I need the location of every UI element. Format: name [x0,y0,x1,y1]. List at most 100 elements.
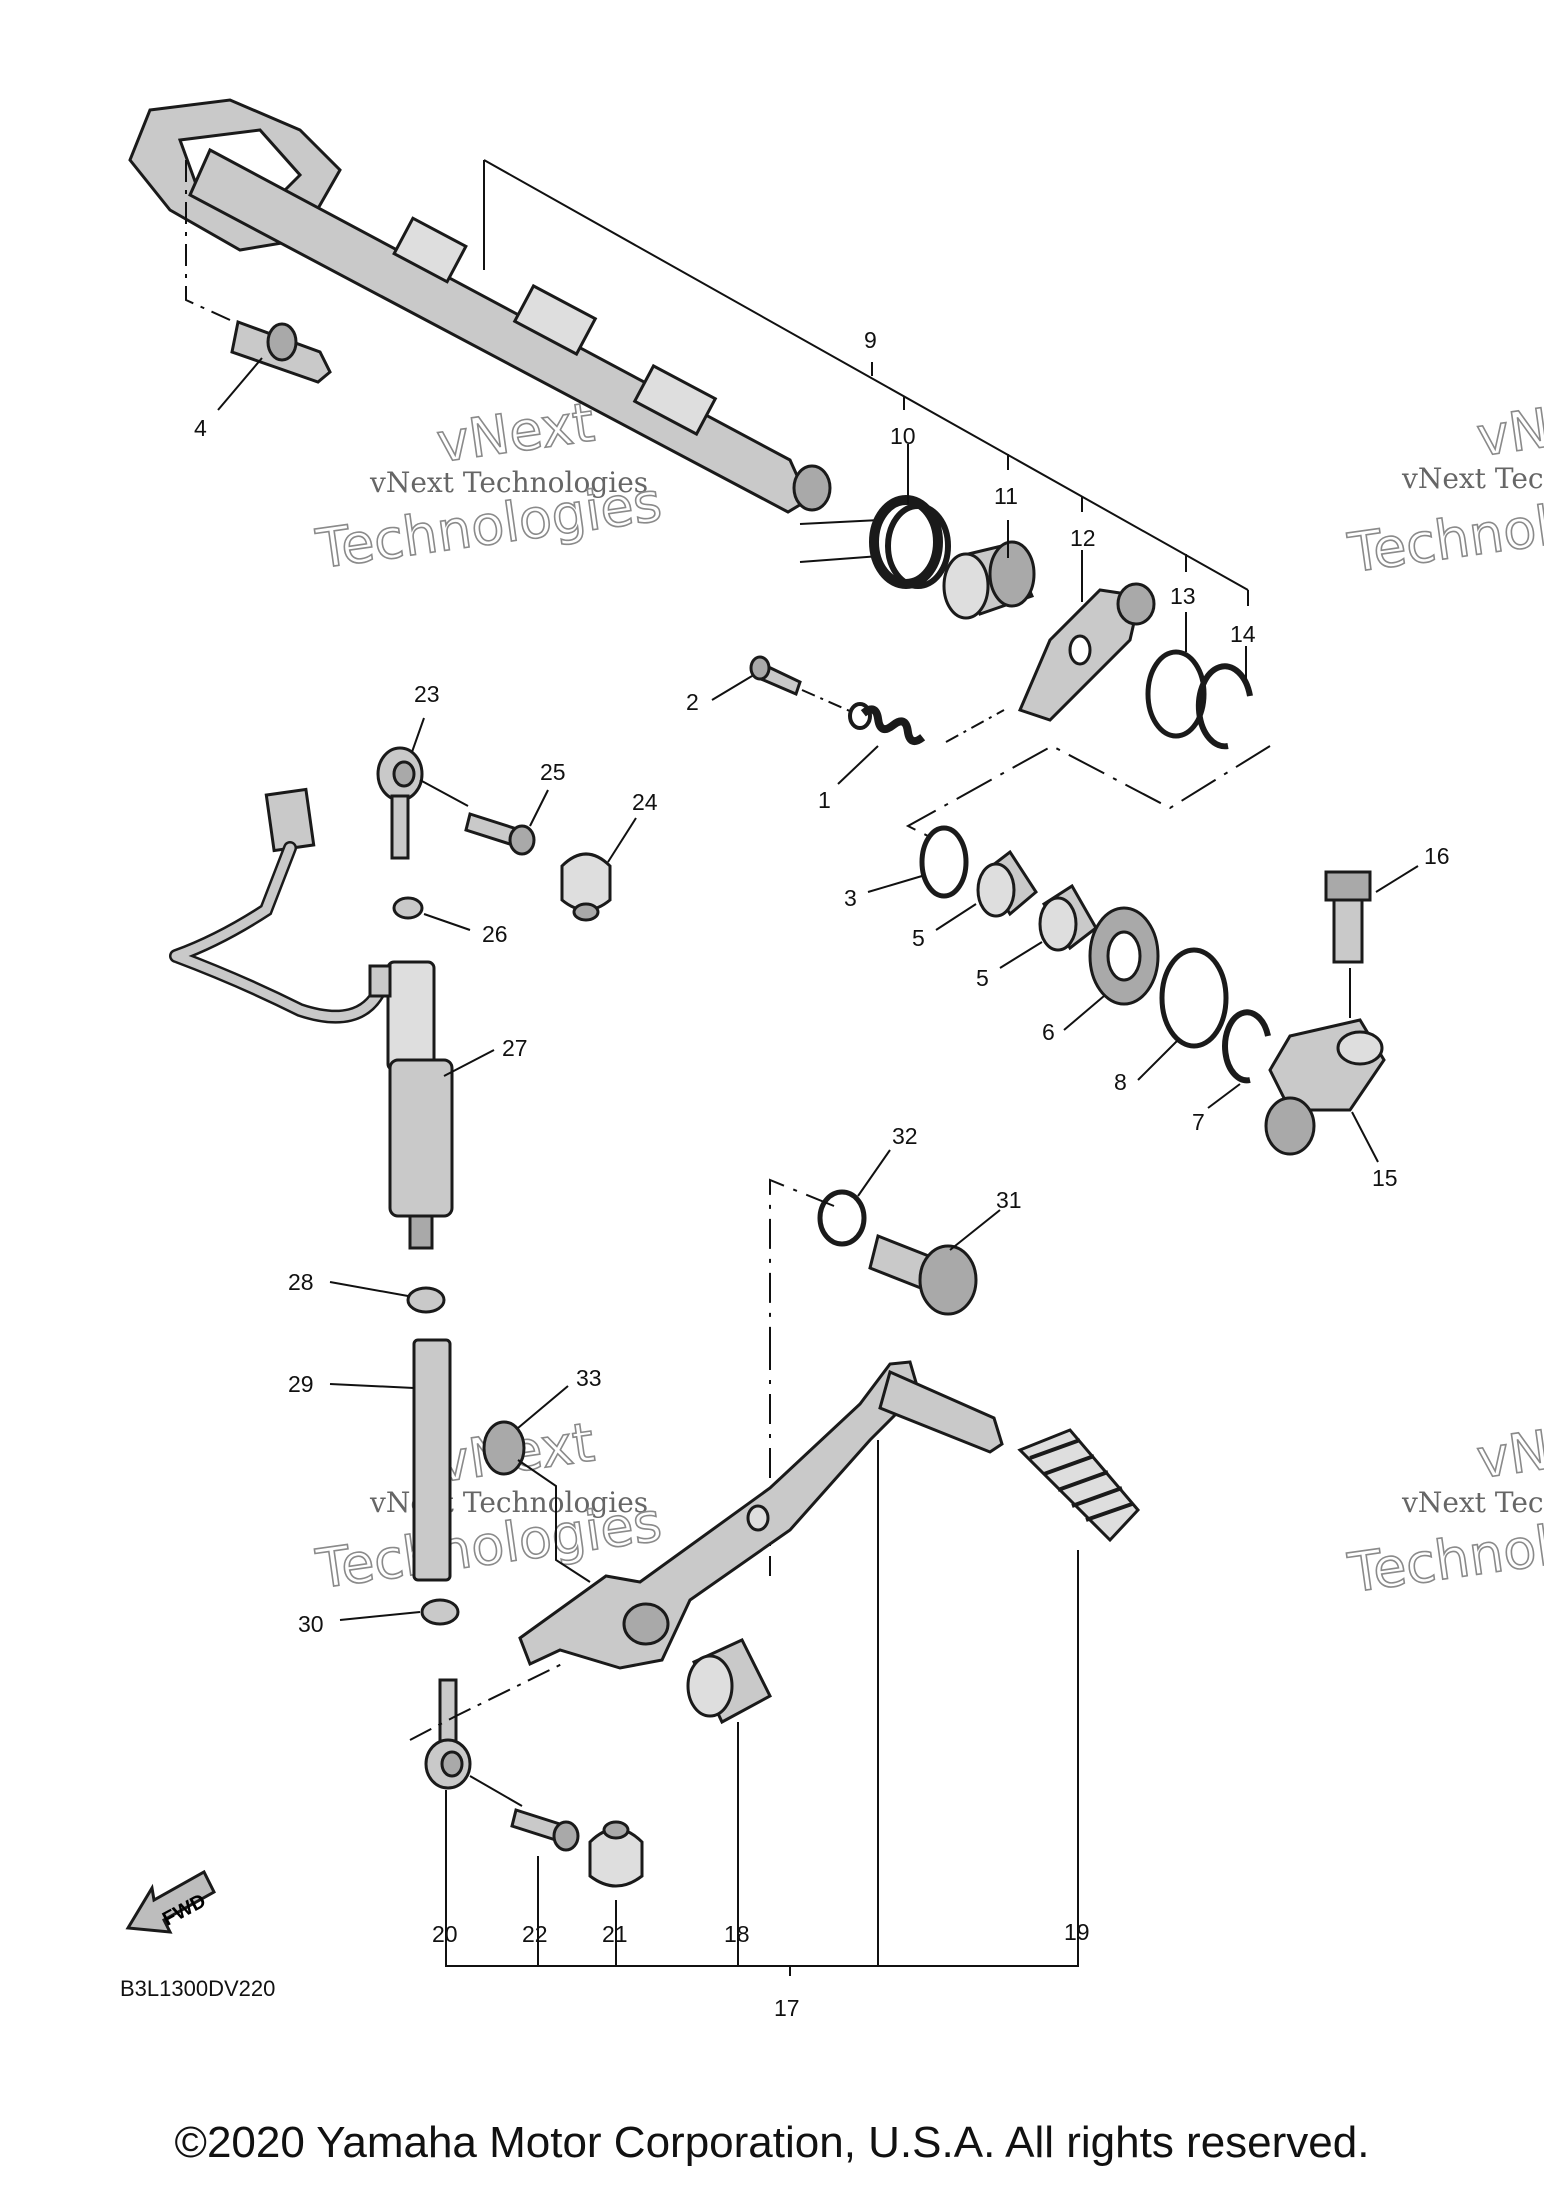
watermark-big-line1: vNext [433,391,598,475]
fwd-arrow-icon: FWD [125,1869,216,1934]
leader-28 [329,1281,409,1297]
leader-23-to-25 [419,779,469,807]
leader-33-dash [517,1459,591,1583]
part-19-rubber [1017,1428,1141,1543]
callout-14: 14 [1230,621,1256,647]
leader-1 [837,745,879,785]
leader-6 [1063,995,1105,1031]
leader-33 [517,1385,569,1429]
callout-11: 11 [994,483,1018,509]
part-harness [169,787,387,1024]
part-22-bolt [510,1808,580,1852]
callout-6: 6 [1042,1019,1055,1045]
part-33-washer [482,1420,526,1476]
callout-30: 30 [298,1611,324,1637]
leader-31 [949,1209,1001,1251]
leader-1-dash [945,709,1005,743]
part-28-nut [406,1286,446,1314]
callout-23: 23 [414,681,440,707]
callout-5a: 5 [912,925,925,951]
callout-25: 25 [540,759,566,785]
leader-bracket-lower [905,744,1271,847]
leader-5-b [999,941,1043,969]
watermark-small-text: vNext Technologies [1401,1486,1544,1519]
leader-2 [711,675,753,701]
leader-30 [339,1611,421,1621]
callout-31: 31 [996,1187,1022,1213]
copyright-notice: ©2020 Yamaha Motor Corporation, U.S.A. A… [174,2118,1370,2167]
part-30-nut [420,1598,460,1626]
leader-29 [329,1383,415,1389]
part-12 [1017,582,1156,722]
callout-2: 2 [686,689,699,715]
part-31-pivot [868,1233,978,1316]
part-5-bushing-b [1038,883,1098,952]
leader-7 [1207,1083,1241,1109]
part-2 [749,655,802,697]
part-20-rod-end [424,1678,472,1790]
callout-28: 28 [288,1269,314,1295]
callout-22: 22 [522,1921,548,1947]
callout-32: 32 [892,1123,918,1149]
callout-7: 7 [1192,1109,1205,1135]
part-1-spring [848,702,926,746]
callout-19: 19 [1064,1919,1090,1945]
part-5-bushing-a [976,849,1038,918]
part-4 [230,319,332,384]
callout-13: 13 [1170,583,1196,609]
leader-20-to-22 [469,1775,523,1807]
callout-3: 3 [844,885,857,911]
watermark-big-line1: vNext [1473,1407,1544,1491]
part-13-washer [1145,649,1207,739]
callout-24: 24 [632,789,658,815]
leader-26 [423,913,471,931]
part-14-circlip [1195,663,1253,750]
callout-12: 12 [1070,525,1096,551]
leader-24 [607,817,637,863]
leader-5-a [935,903,977,931]
diagram-code: B3L1300DV220 [120,1976,275,2001]
part-23-rod-end [376,746,424,860]
part-7-circlip [1222,1009,1271,1084]
leader-25 [529,789,549,827]
leader-32 [857,1149,891,1197]
leader-shaft-to-4 [185,160,231,321]
callout-5b: 5 [976,965,989,991]
bracket-17 [445,1474,1079,1976]
callout-4: 4 [194,415,207,441]
leader-27 [443,1049,495,1077]
callout-26: 26 [482,921,508,947]
callout-29: 29 [288,1371,314,1397]
part-26-nut [392,896,424,920]
callout-10: 10 [890,423,916,449]
watermark-4: vNext Technologies vNext Technologies [1343,1406,1544,1606]
part-15-arm [1264,1018,1386,1156]
watermark-small-text: vNext Technologies [369,466,648,499]
watermark-small-text: vNext Technologies [1401,462,1544,495]
callout-27: 27 [502,1035,528,1061]
callout-21: 21 [602,1921,628,1947]
part-29-rod [412,1338,452,1582]
part-10-spring [799,495,951,589]
leader-8 [1137,1039,1179,1081]
part-25-bolt [464,812,536,856]
part-17-pedal [518,1360,1004,1670]
leader-4 [217,357,263,411]
part-shift-shaft [128,98,832,514]
part-32-oring [817,1189,867,1247]
bracket-9 [483,159,1249,606]
callout-1: 1 [818,787,831,813]
part-21-cap [588,1820,644,1888]
leader-3 [867,875,923,893]
leader-15 [1351,1111,1379,1163]
callout-8: 8 [1114,1069,1127,1095]
callout-9: 9 [864,327,877,353]
callout-20: 20 [432,1921,458,1947]
callout-15: 15 [1372,1165,1398,1191]
part-16-bolt [1324,870,1372,964]
callout-16: 16 [1424,843,1450,869]
leader-20-dash [409,1661,567,1741]
part-8-washer [1159,947,1229,1049]
callout-17: 17 [774,1995,800,2021]
watermark-2: vNext Technologies vNext Technologies [1343,384,1544,586]
